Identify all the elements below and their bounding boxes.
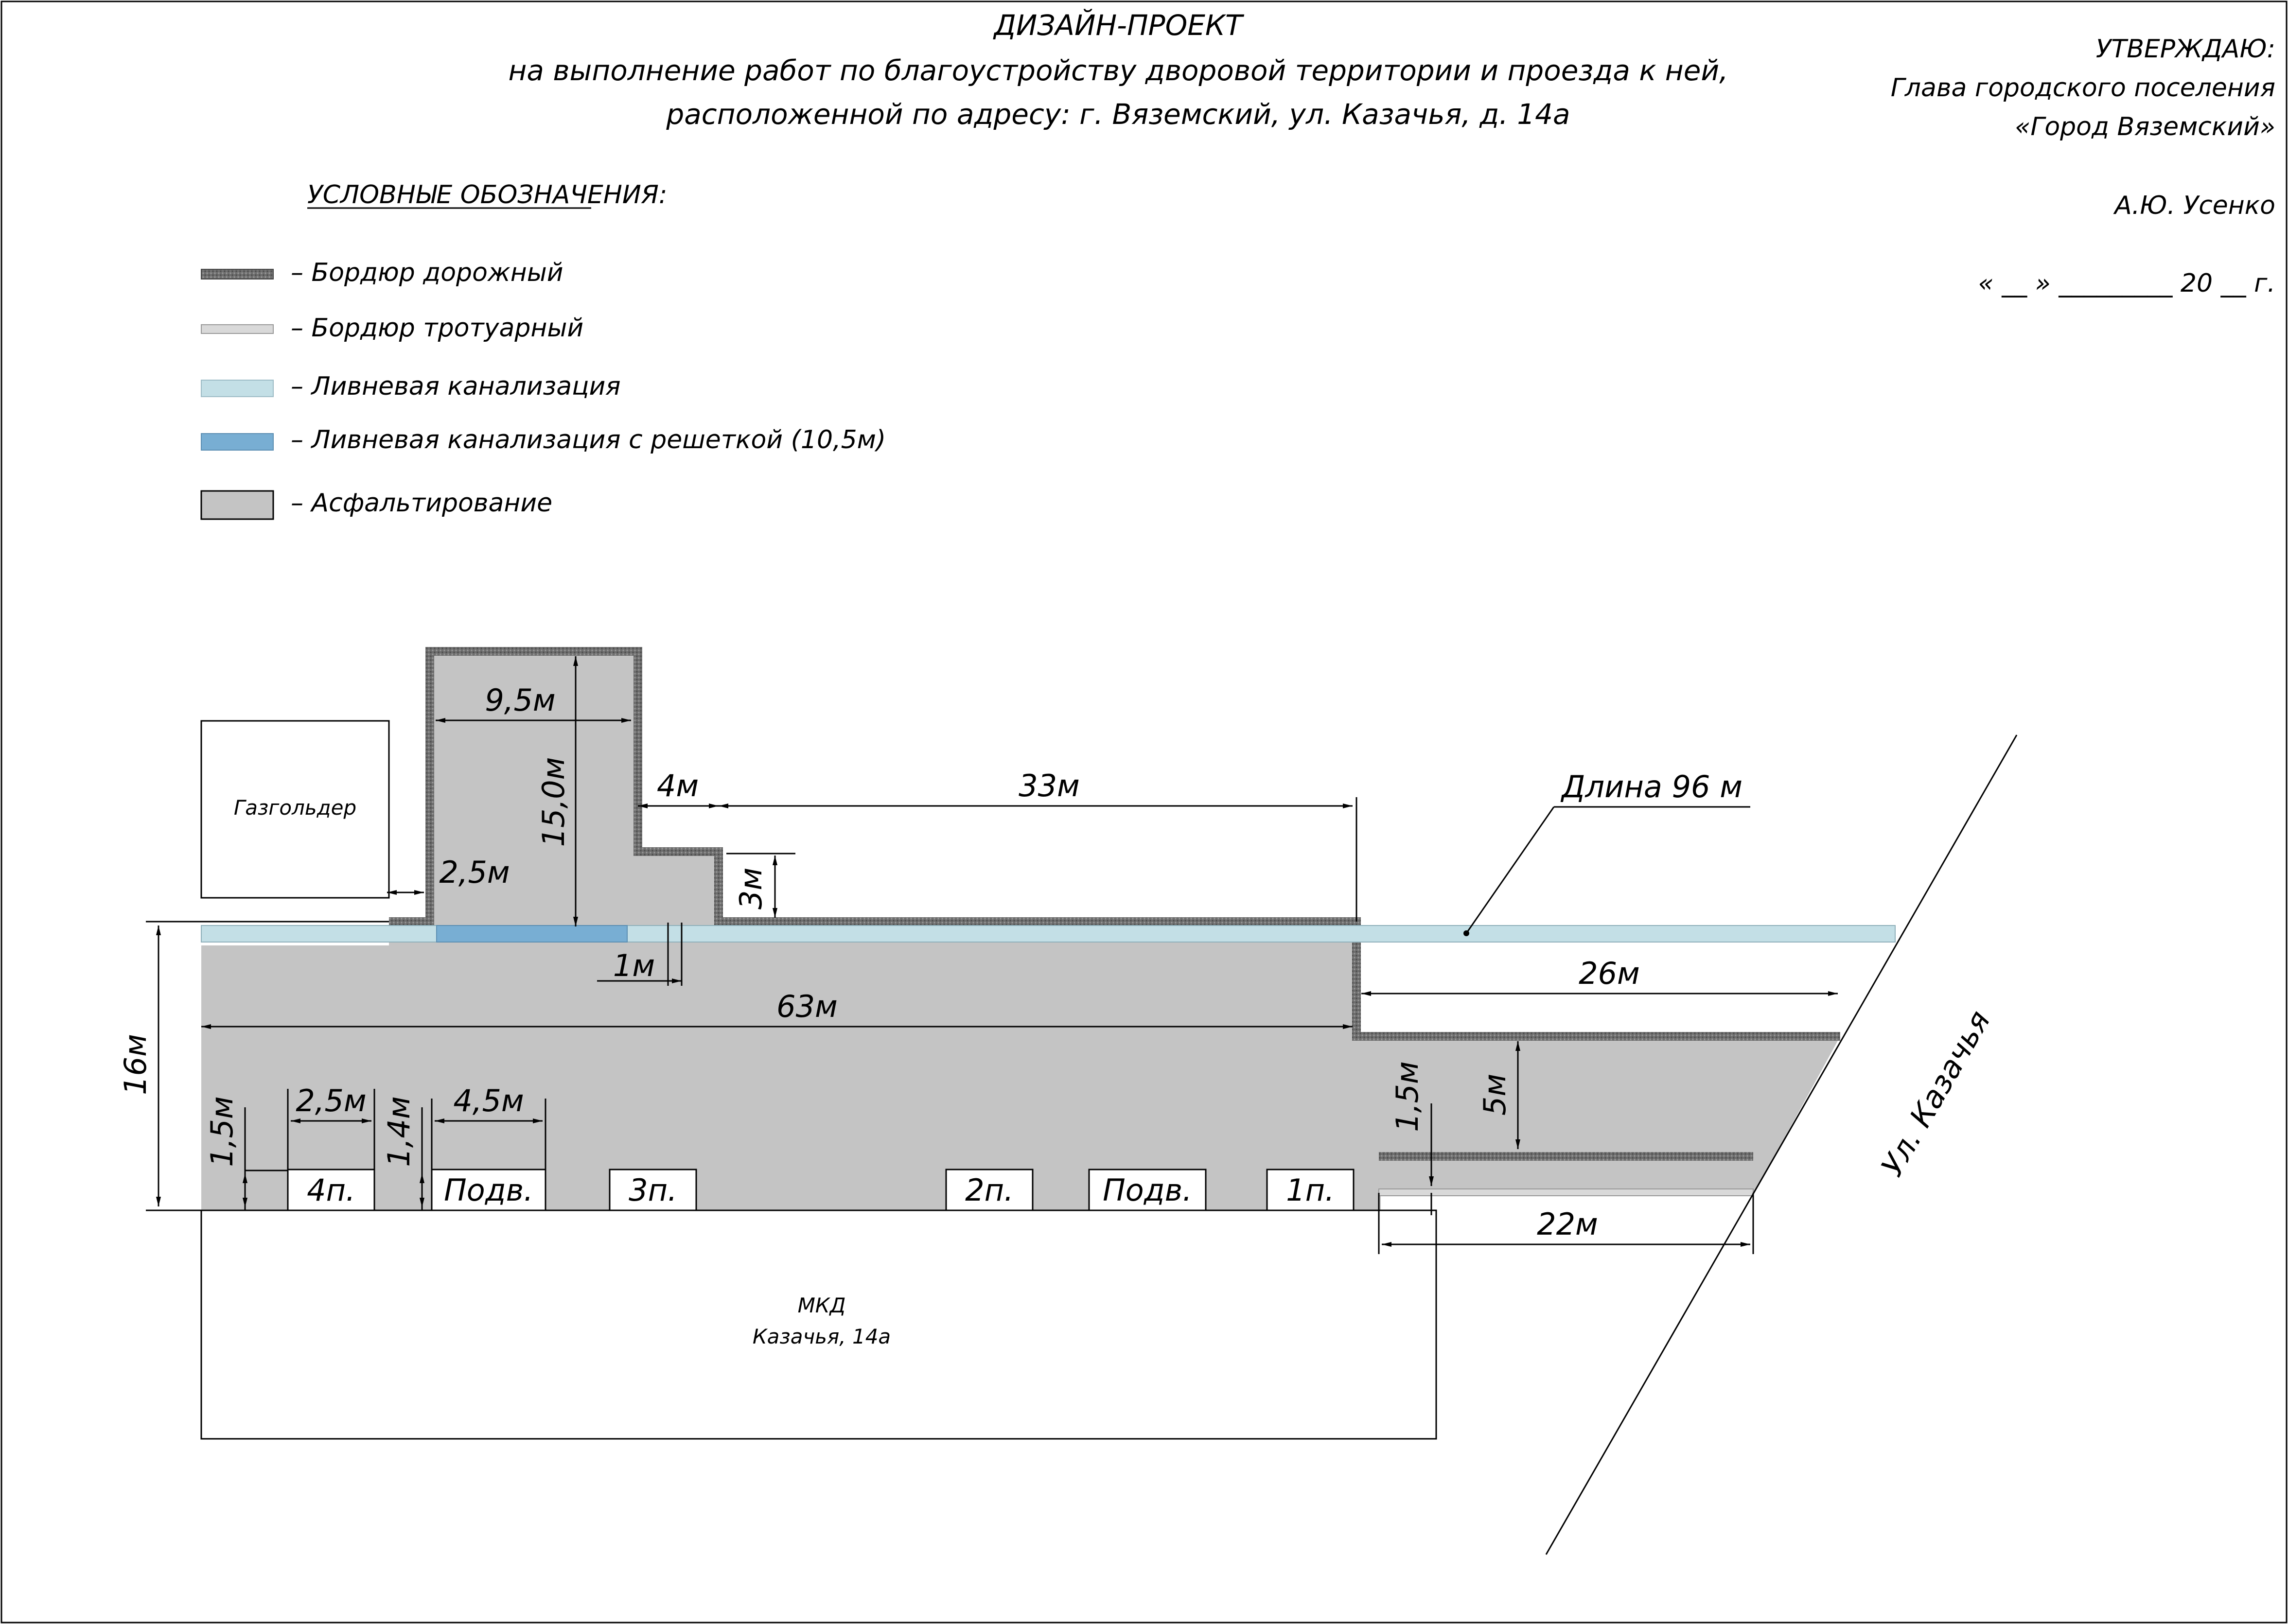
entrance-3: [609, 1169, 697, 1211]
approval-position: Глава городского поселения: [1891, 73, 2275, 103]
approval-signer: А.Ю. Усенко: [2113, 191, 2275, 220]
dim-16: 16м: [118, 1034, 153, 1095]
entrance-3-label: 3п.: [629, 1172, 677, 1208]
legend-swatch-storm-drain-grate: [201, 433, 274, 451]
entrance-4-label: 4п.: [307, 1172, 355, 1208]
apartment-building: [200, 1209, 1437, 1440]
entrance-1-label: 1п.: [1286, 1172, 1335, 1208]
approval-organization: «Город Вяземский»: [2015, 112, 2275, 141]
title-line-1: ДИЗАЙН-ПРОЕКТ: [993, 8, 1245, 42]
dim-4-5: 4,5м: [453, 1083, 524, 1118]
length-leader: Длина 96 м: [1463, 769, 1750, 936]
building-label-line-1: МКД: [798, 1293, 846, 1317]
approval-date-line: « __ » _________ 20 __ г.: [1978, 269, 2275, 298]
legend: УСЛОВНЫЕ ОБОЗНАЧЕНИЯ: – Бордюр дорожный …: [200, 180, 886, 520]
dim-15: 15,0м: [536, 757, 571, 847]
dim-63: 63м: [776, 989, 838, 1024]
entrance-basement-2-label: Подв.: [1103, 1172, 1192, 1208]
entrance-1: [1266, 1169, 1355, 1211]
dim-33: 33м: [1019, 768, 1080, 803]
sidewalk-curb: [1378, 1188, 1754, 1196]
dim-4: 4м: [657, 768, 699, 803]
entrance-basement-2: [1088, 1169, 1207, 1211]
legend-heading: УСЛОВНЫЕ ОБОЗНАЧЕНИЯ:: [307, 180, 667, 210]
title-block: ДИЗАЙН-ПРОЕКТ на выполнение работ по бла…: [508, 8, 1728, 131]
legend-label-storm-drain-grate: – Ливневая канализация с решеткой (10,5м…: [291, 425, 886, 454]
building-label-line-2: Казачья, 14а: [753, 1325, 891, 1348]
title-line-3: расположенной по адресу: г. Вяземский, у…: [666, 98, 1570, 131]
entrance-basement-1: [431, 1169, 546, 1211]
road-curb-inner: [1379, 1152, 1753, 1161]
dim-26: 26м: [1579, 956, 1640, 991]
gasholder-label: Газгольдер: [234, 796, 356, 820]
dimensions: [146, 656, 1838, 1254]
dim-5: 5м: [1477, 1074, 1513, 1116]
legend-swatch-sidewalk-curb: [201, 324, 274, 334]
legend-swatch-storm-drain: [201, 380, 274, 397]
street-line: [1545, 734, 2018, 1555]
dim-3: 3м: [733, 868, 769, 909]
dimension-labels: 9,5м 15,0м 4м 33м 2,5м 3м 1м 63м 26м 16м…: [118, 682, 1640, 1242]
entrance-2-label: 2п.: [965, 1172, 1014, 1208]
entrance-2: [945, 1169, 1034, 1211]
length-note: Длина 96 м: [1560, 769, 1742, 804]
approval-heading: УТВЕРЖДАЮ:: [2096, 35, 2275, 64]
dim-1-5-right: 1,5м: [1390, 1061, 1425, 1132]
legend-label-storm-drain: – Ливневая канализация: [291, 372, 621, 401]
dim-1-4: 1,4м: [381, 1096, 417, 1167]
dim-2-5-bottom: 2,5м: [296, 1083, 366, 1118]
dim-2-5-top: 2,5м: [439, 855, 510, 890]
dim-22: 22м: [1537, 1206, 1598, 1242]
entrance-basement-1-label: Подв.: [444, 1172, 533, 1208]
legend-label-sidewalk-curb: – Бордюр тротуарный: [291, 314, 583, 343]
road-curb: [389, 647, 1840, 1041]
dim-9-5: 9,5м: [485, 682, 555, 718]
approval-block: УТВЕРЖДАЮ: Глава городского поселения «Г…: [1891, 35, 2275, 298]
storm-drain-grate: [436, 925, 628, 943]
legend-swatch-asphalt: [200, 490, 274, 520]
legend-swatch-road-curb: [201, 269, 274, 279]
title-line-2: на выполнение работ по благоустройству д…: [508, 54, 1728, 87]
dim-1: 1м: [613, 948, 655, 983]
legend-label-road-curb: – Бордюр дорожный: [291, 258, 563, 287]
site-plan: Газгольдер МКД Казачья, 14а 4п. Подв. 3п…: [118, 647, 2018, 1555]
dim-1-5-left: 1,5м: [204, 1096, 240, 1167]
legend-label-asphalt: – Асфальтирование: [291, 489, 552, 518]
entrances: 4п. Подв. 3п. 2п. Подв. 1п.: [287, 1169, 1355, 1211]
entrance-4: [287, 1169, 375, 1211]
gasholder: [200, 720, 390, 899]
